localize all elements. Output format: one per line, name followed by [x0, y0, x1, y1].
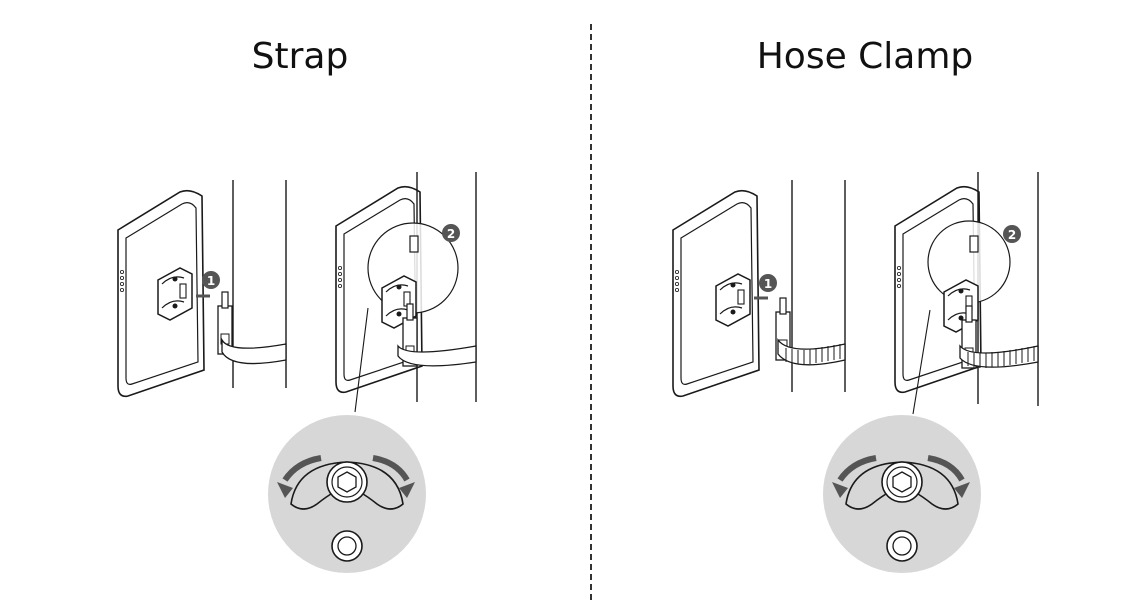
- step-marker-2: [442, 224, 460, 242]
- bolt: [969, 235, 979, 253]
- strap-band: [221, 337, 287, 365]
- strap-step-1-illustration: 1: [117, 180, 287, 398]
- bolt: [409, 235, 419, 253]
- hose-clamp-ridges: [967, 346, 1035, 368]
- callout-leader-line: [354, 307, 369, 413]
- step-marker-1: [759, 274, 777, 292]
- hose-clamp-step-1-illustration: 1: [672, 180, 846, 398]
- strap-panel-title: Strap: [251, 36, 349, 77]
- panel-divider: [590, 24, 592, 600]
- hose-clamp-ridges: [785, 344, 841, 364]
- step-marker-1: [202, 271, 220, 289]
- hose-clamp-step-2-illustration: 2: [894, 172, 1039, 415]
- step-marker-1-label: 1: [207, 274, 215, 288]
- strap-step-2-illustration: 2: [335, 172, 477, 413]
- callout-leader-line: [912, 309, 931, 415]
- strap-knob-detail: [268, 415, 426, 573]
- strap-band: [397, 344, 477, 367]
- step-marker-2-label: 2: [447, 227, 455, 241]
- step-marker-2-label: 2: [1008, 228, 1016, 242]
- step-marker-1-label: 1: [764, 277, 772, 291]
- hose-clamp-knob-detail: [823, 415, 981, 573]
- step-marker-2: [1003, 225, 1021, 243]
- hose-clamp-panel-title: Hose Clamp: [756, 36, 974, 77]
